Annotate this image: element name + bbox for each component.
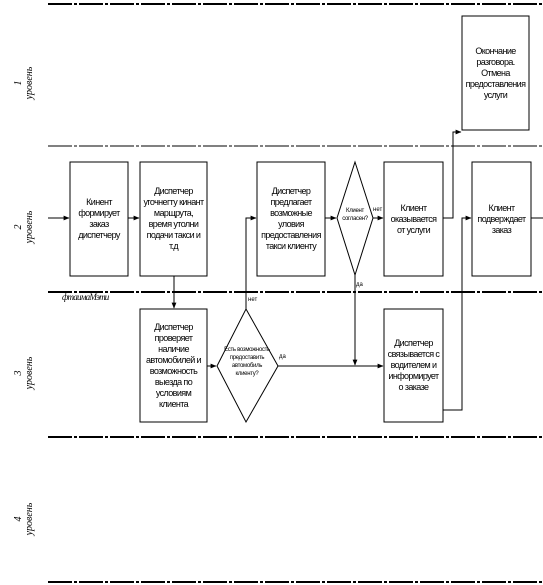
label-d2-yes: да	[279, 354, 286, 360]
box-dispatcher-check	[139, 308, 208, 423]
box-client-confirm	[471, 161, 532, 277]
box-dispatcher-check-text: Диспетчер проверяет наличие автомобилей …	[145, 321, 202, 409]
level-number: 1	[13, 80, 24, 86]
arrow-decision-no-to-offer	[245, 215, 257, 309]
level-label-3: 3 уровень	[13, 343, 35, 403]
level-word: уровень	[24, 356, 35, 390]
box-dispatcher-offer	[256, 161, 326, 277]
box-dispatcher-clarify	[139, 161, 208, 277]
box-client-confirm-text: Клиент подверждает заказ	[477, 202, 526, 235]
level-word: уровень	[24, 502, 35, 536]
level-word: уровень	[24, 66, 35, 100]
level-word: уровень	[24, 210, 35, 244]
level-label-1: 1 уровень	[13, 53, 35, 113]
zone-label: фтаимаМэти	[62, 292, 109, 302]
box-client-order	[69, 161, 129, 277]
arrow-driver-to-confirm	[443, 215, 472, 411]
decision-car-available-text: Есть возможность предоставить автомобиль…	[224, 347, 270, 377]
level-label-2: 2 уровень	[13, 197, 35, 257]
box-dispatcher-driver	[383, 308, 444, 423]
box-dispatcher-offer-text: Диспетчер предлагает возможные уловия пр…	[261, 186, 321, 251]
label-d2-no: нет	[248, 297, 258, 303]
box-client-refuse	[383, 161, 444, 277]
decision-client-agrees-text: Клиент согласен?	[342, 208, 368, 222]
arrow-refuse-to-end	[443, 129, 462, 219]
box-end-call	[461, 15, 530, 131]
level-number: 3	[13, 370, 24, 376]
label-d1-yes: да	[356, 282, 363, 288]
level-number: 2	[13, 224, 24, 230]
box-client-refuse-text: Клиент оказывается от услуги	[390, 202, 437, 235]
box-dispatcher-clarify-text: Диспетчер угочнегту кинант марщрута, вре…	[143, 186, 205, 251]
label-d1-no: нет	[373, 207, 383, 213]
level-number: 4	[13, 516, 24, 522]
box-dispatcher-driver-text: Диспетчер связывается с водителем и инфо…	[387, 338, 440, 392]
level-label-4: 4 уровень	[13, 489, 35, 549]
box-client-order-text: Кинент формирует заказ диспетчеру	[78, 197, 120, 240]
box-end-call-text: Окончание разговора. Отмена предоставлен…	[465, 45, 526, 100]
decision-car-available	[216, 307, 279, 424]
